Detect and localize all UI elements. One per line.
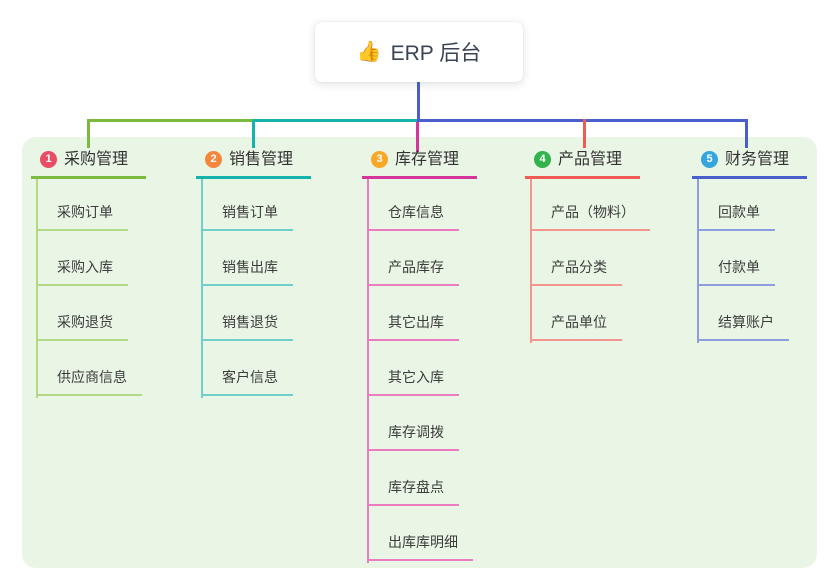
connector-branch-drop xyxy=(745,119,748,148)
branch-number-badge: 4 xyxy=(534,151,551,168)
mindmap-node[interactable]: 采购入库 xyxy=(36,257,128,286)
mindmap-node[interactable]: 回款单 xyxy=(697,202,775,231)
root-node[interactable]: 👍 ERP 后台 xyxy=(315,22,523,82)
mindmap-node[interactable]: 其它入库 xyxy=(367,367,459,396)
branch-title[interactable]: 2 销售管理 xyxy=(196,149,311,179)
mindmap-node[interactable]: 付款单 xyxy=(697,257,775,286)
branch-number-badge: 3 xyxy=(371,151,388,168)
mindmap-node[interactable]: 其它出库 xyxy=(367,312,459,341)
mindmap-node[interactable]: 产品库存 xyxy=(367,257,459,286)
mindmap-node[interactable]: 产品（物料） xyxy=(530,202,650,231)
mindmap-node[interactable]: 供应商信息 xyxy=(36,367,142,396)
mindmap-node[interactable]: 库存调拨 xyxy=(367,422,459,451)
branch-title[interactable]: 5 财务管理 xyxy=(692,149,807,179)
branch-title-label: 采购管理 xyxy=(64,151,129,168)
branches-panel xyxy=(22,137,817,568)
mindmap-node[interactable]: 销售退货 xyxy=(201,312,293,341)
thumbs-up-icon: 👍 xyxy=(356,41,382,63)
branch-title[interactable]: 4 产品管理 xyxy=(525,149,640,179)
branch-title-label: 产品管理 xyxy=(558,151,623,168)
branch-title-label: 库存管理 xyxy=(395,151,460,168)
connector-bus-segment xyxy=(87,119,255,122)
branch-number-badge: 2 xyxy=(205,151,222,168)
branch-spine-line xyxy=(36,179,38,398)
branch-spine-line xyxy=(530,179,532,343)
connector-branch-drop xyxy=(416,122,419,152)
mindmap-node[interactable]: 销售出库 xyxy=(201,257,293,286)
mindmap-node[interactable]: 销售订单 xyxy=(201,202,293,231)
mindmap-node[interactable]: 库存盘点 xyxy=(367,477,459,506)
mindmap-node[interactable]: 出库库明细 xyxy=(367,532,473,561)
root-node-label: ERP 后台 xyxy=(390,42,482,65)
branch-title-label: 财务管理 xyxy=(725,151,790,168)
branch-spine-line xyxy=(201,179,203,398)
branch-number-badge: 5 xyxy=(701,151,718,168)
connector-root-drop xyxy=(417,82,420,122)
mindmap-node[interactable]: 产品单位 xyxy=(530,312,622,341)
branch-title[interactable]: 1 采购管理 xyxy=(31,149,146,179)
mindmap-node[interactable]: 采购退货 xyxy=(36,312,128,341)
mindmap-node[interactable]: 客户信息 xyxy=(201,367,293,396)
branch-spine-line xyxy=(697,179,699,343)
branch-number-badge: 1 xyxy=(40,151,57,168)
mindmap-node[interactable]: 产品分类 xyxy=(530,257,622,286)
branch-title[interactable]: 3 库存管理 xyxy=(362,149,477,179)
mindmap-node[interactable]: 采购订单 xyxy=(36,202,128,231)
mindmap-node[interactable]: 仓库信息 xyxy=(367,202,459,231)
branch-spine-line xyxy=(367,179,369,563)
connector-branch-drop xyxy=(583,119,586,148)
connector-bus-segment xyxy=(252,119,419,122)
mindmap-node[interactable]: 结算账户 xyxy=(697,312,789,341)
branch-title-label: 销售管理 xyxy=(229,151,294,168)
connector-branch-drop xyxy=(252,119,255,148)
connector-branch-drop xyxy=(87,119,90,148)
